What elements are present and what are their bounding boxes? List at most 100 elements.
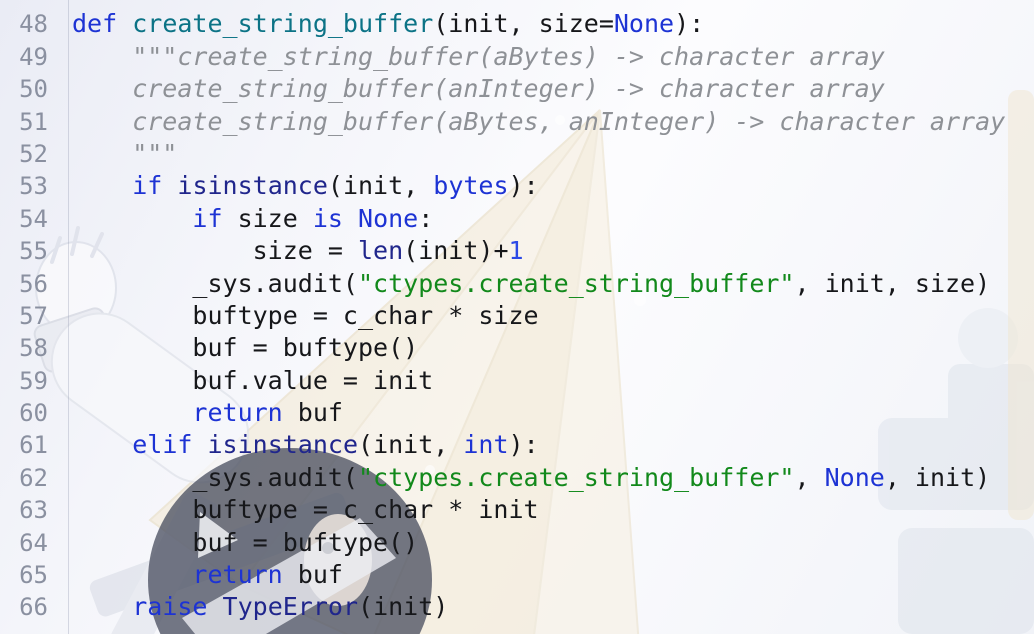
code-line: 47: [0, 0, 1034, 8]
line-number[interactable]: 59: [19, 366, 48, 395]
code-line: 59 buf.value = init: [0, 365, 1034, 397]
token-plain: (init, size=: [433, 9, 614, 39]
line-number[interactable]: 51: [19, 107, 48, 136]
line-number[interactable]: 62: [19, 463, 48, 492]
token-plain: ):: [508, 171, 539, 201]
code-text[interactable]: buf = buftype(): [48, 527, 418, 559]
token-plain: [162, 171, 177, 200]
code-line: 60 return buf: [0, 397, 1034, 429]
code-text[interactable]: [48, 0, 72, 8]
line-number[interactable]: 60: [19, 399, 48, 428]
code-line: 53 if isinstance(init, bytes):: [0, 170, 1034, 202]
code-text[interactable]: elif isinstance(init, int):: [48, 429, 538, 461]
beige-band-shape: [1008, 90, 1034, 520]
line-number[interactable]: 54: [19, 204, 48, 233]
line-number[interactable]: 55: [19, 237, 48, 266]
token-plain: ,: [794, 462, 825, 492]
token-doc: """create_string_buffer(aBytes) -> chara…: [72, 41, 885, 71]
code-line: 55 size = len(init)+1: [0, 235, 1034, 267]
line-number[interactable]: 64: [19, 528, 48, 557]
line-number[interactable]: 49: [19, 42, 48, 71]
token-keyword: is: [312, 203, 343, 233]
code-text[interactable]: raise TypeError(init): [48, 591, 448, 623]
code-line: 52 """: [0, 138, 1034, 170]
token-plain: ):: [674, 9, 705, 39]
line-number[interactable]: 61: [19, 431, 48, 460]
token-plain: [343, 204, 358, 233]
token-plain: (init,: [327, 171, 434, 201]
token-number: 1: [508, 236, 524, 266]
token-plain: [72, 204, 192, 233]
code-text[interactable]: """create_string_buffer(aBytes) -> chara…: [48, 41, 885, 73]
token-plain: [72, 430, 132, 459]
code-text[interactable]: create_string_buffer(anInteger) -> chara…: [48, 73, 885, 105]
code-text[interactable]: def create_string_buffer(init, size=None…: [48, 8, 704, 40]
token-plain: [72, 560, 192, 589]
line-number[interactable]: 47: [0, 0, 48, 8]
code-line: 50 create_string_buffer(anInteger) -> ch…: [0, 73, 1034, 105]
token-keyword: raise: [132, 592, 208, 622]
code-text[interactable]: size = len(init)+1: [48, 235, 524, 267]
token-plain: [72, 398, 192, 427]
code-text[interactable]: buf = buftype(): [48, 332, 418, 364]
token-string: "ctypes.create_string_buffer": [357, 462, 795, 492]
line-number[interactable]: 48: [19, 10, 48, 39]
code-line: 63 buftype = c_char * init: [0, 494, 1034, 526]
line-number[interactable]: 52: [19, 139, 48, 168]
token-keyword: int: [463, 430, 509, 460]
token-builtin: isinstance: [177, 171, 328, 201]
token-keyword: if: [192, 203, 223, 233]
gutter-separator: [68, 0, 69, 634]
token-plain: [207, 592, 222, 621]
line-number[interactable]: 65: [19, 561, 48, 590]
code-text[interactable]: if isinstance(init, bytes):: [48, 170, 539, 202]
token-keyword: return: [192, 560, 283, 590]
token-plain: size =: [72, 236, 358, 266]
arm-shape: [33, 226, 250, 484]
token-func: create_string_buffer: [132, 9, 434, 39]
code-text[interactable]: return buf: [48, 559, 343, 591]
token-plain: _sys.audit(: [72, 268, 358, 298]
token-plain: [117, 9, 132, 38]
token-plain: buf: [282, 398, 343, 428]
token-builtin: isinstance: [207, 430, 359, 460]
code-text[interactable]: """: [48, 138, 177, 170]
code-text[interactable]: if size is None:: [48, 203, 433, 235]
line-number[interactable]: 56: [19, 269, 48, 298]
token-plain: (init)+: [403, 236, 509, 266]
code-line: 64 buf = buftype(): [0, 527, 1034, 559]
code-text[interactable]: create_string_buffer(aBytes, anInteger) …: [48, 106, 1005, 138]
line-number[interactable]: 58: [19, 334, 48, 363]
token-plain: buf = buftype(): [72, 333, 419, 363]
line-number[interactable]: 63: [19, 496, 48, 525]
code-text[interactable]: _sys.audit("ctypes.create_string_buffer"…: [48, 268, 990, 300]
code-line: 56 _sys.audit("ctypes.create_string_buff…: [0, 268, 1034, 300]
code-text[interactable]: _sys.audit("ctypes.create_string_buffer"…: [48, 462, 990, 494]
token-plain: buf.value = init: [72, 365, 434, 395]
token-plain: :: [418, 203, 434, 233]
token-string: "ctypes.create_string_buffer": [357, 268, 795, 298]
code-line: 66 raise TypeError(init): [0, 591, 1034, 623]
token-doc: create_string_buffer(anInteger) -> chara…: [72, 74, 885, 104]
token-plain: , init, size): [794, 268, 991, 298]
token-keyword: if: [132, 171, 163, 201]
token-keyword: None: [358, 203, 419, 233]
line-number[interactable]: 53: [19, 172, 48, 201]
line-number[interactable]: 66: [19, 593, 48, 622]
code-line: 61 elif isinstance(init, int):: [0, 429, 1034, 461]
token-plain: _sys.audit(: [72, 462, 358, 492]
token-keyword: return: [192, 398, 283, 428]
token-keyword: None: [613, 9, 675, 39]
code-text[interactable]: buftype = c_char * size: [48, 300, 538, 332]
line-number[interactable]: 50: [19, 75, 48, 104]
token-keyword: bytes: [433, 171, 509, 201]
code-text[interactable]: return buf: [48, 397, 343, 429]
code-text[interactable]: buf.value = init: [48, 365, 433, 397]
code-text[interactable]: buftype = c_char * init: [48, 494, 538, 526]
line-number[interactable]: 57: [19, 301, 48, 330]
token-plain: size: [222, 203, 313, 233]
